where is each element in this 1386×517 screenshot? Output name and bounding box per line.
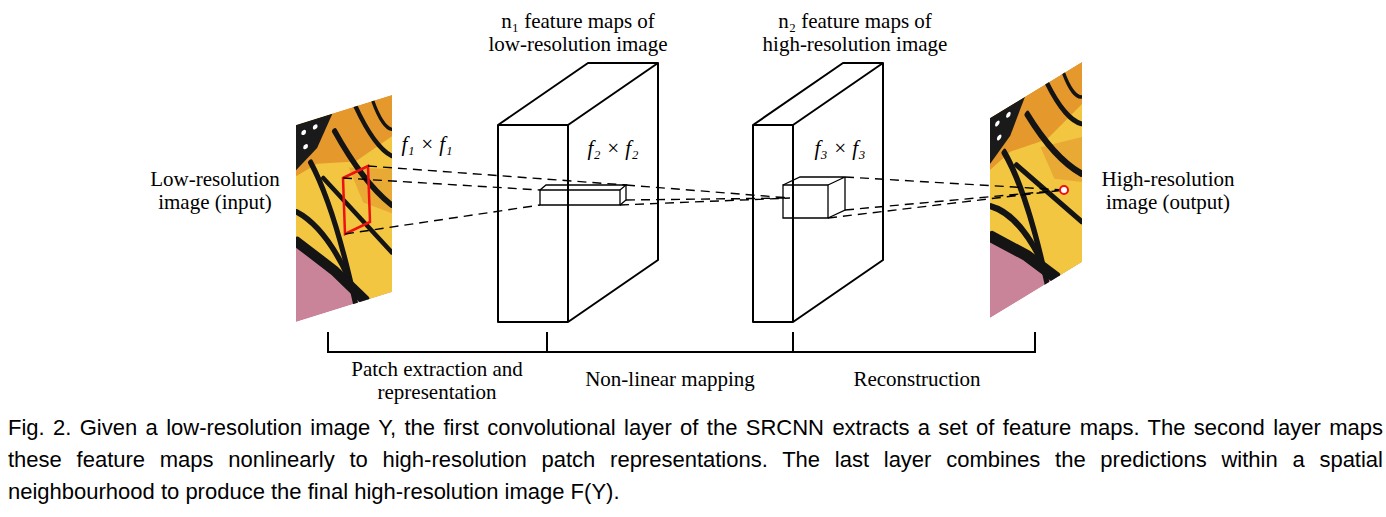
block-heading: n₂ feature maps of high-resolution image xyxy=(758,10,952,56)
output-butterfly-image xyxy=(990,62,1082,318)
block-edges xyxy=(498,63,658,322)
block-edges xyxy=(753,63,883,322)
block-outline xyxy=(498,63,658,322)
stage-bracket xyxy=(328,332,1035,352)
image-label: Low-resolution image (input) xyxy=(140,168,290,214)
figure-caption: Fig. 2. Given a low-resolution image Y, … xyxy=(8,412,1383,508)
projection-connector xyxy=(828,177,1064,218)
input-patch xyxy=(343,166,370,234)
block-heading: n₁ feature maps of low-resolution image xyxy=(481,10,675,56)
stage-label: Patch extraction and representation xyxy=(337,358,537,404)
filter-size: f₁ × f₁ xyxy=(402,133,453,156)
output-pixel xyxy=(1060,186,1068,194)
output-image: High-resolution image (output) xyxy=(990,62,1082,318)
stage-label: Reconstruction xyxy=(853,368,980,391)
projection-connector xyxy=(343,166,626,234)
projection-connector xyxy=(620,185,790,205)
filter-size: f₂ × f₂ xyxy=(588,137,639,160)
stage-label: Non-linear mapping xyxy=(585,368,755,391)
feature-prism xyxy=(540,185,626,205)
feature-map-block: n₂ feature maps of high-resolution image… xyxy=(753,63,883,322)
filter-size: f₃ × f₃ xyxy=(815,137,866,160)
image-label: High-resolution image (output) xyxy=(1088,168,1248,214)
input-butterfly-image xyxy=(296,95,392,322)
input-image: Low-resolution image (input) xyxy=(296,95,392,322)
feature-map-block: n₁ feature maps of low-resolution imagef… xyxy=(498,63,658,322)
block-outline xyxy=(753,63,883,322)
